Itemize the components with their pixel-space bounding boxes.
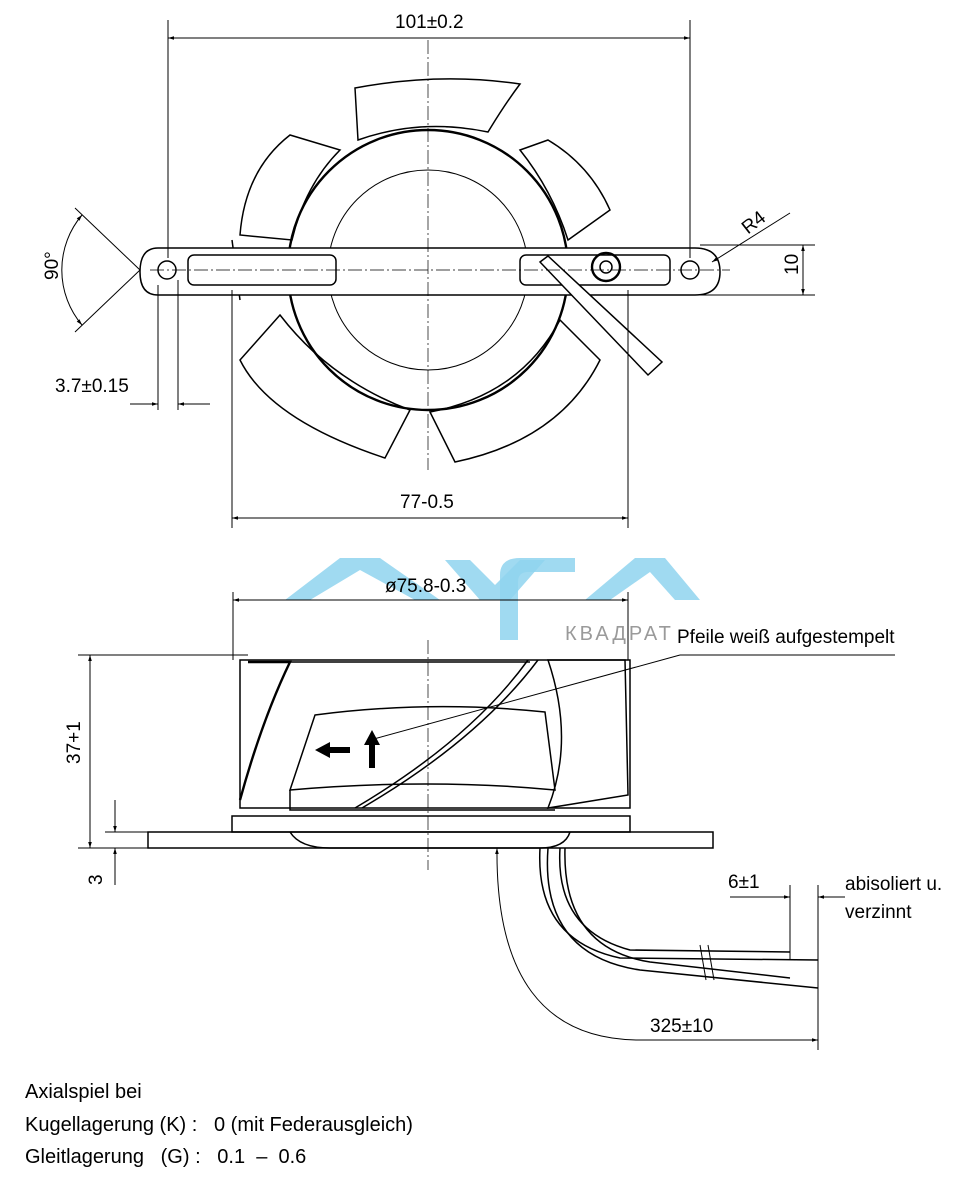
dim-radius: R4 xyxy=(738,207,770,239)
watermark-subtitle: КВАДРАТ xyxy=(565,623,674,645)
notes-sleeve-bearing: Gleitlagerung (G) : 0.1 – 0.6 xyxy=(25,1146,306,1168)
dim-height-10: 10 xyxy=(782,254,803,275)
dim-width: 101±0.2 xyxy=(395,12,464,33)
dim-plate: 3 xyxy=(86,874,107,885)
top-dimensions: 101±0.2 R4 10 90° 3.7±0.15 77-0.5 xyxy=(42,12,815,528)
dim-span: 77-0.5 xyxy=(400,492,454,513)
axial-play-notes: Axialspiel bei Kugellagerung (K) : 0 (mi… xyxy=(25,1081,413,1168)
watermark-logo: КВАДРАТ xyxy=(285,558,700,645)
notes-ball-bearing: Kugellagerung (K) : 0 (mit Federausgleic… xyxy=(25,1114,413,1136)
fan-top-view xyxy=(139,40,730,470)
dim-hole-offset: 3.7±0.15 xyxy=(55,376,129,397)
arrow-note: Pfeile weiß aufgestempelt xyxy=(677,627,895,648)
dim-height-37: 37+1 xyxy=(64,721,85,764)
dim-diameter: ø75.8-0.3 xyxy=(385,576,466,597)
wire-note-line1: abisoliert u. xyxy=(845,874,942,895)
notes-title: Axialspiel bei xyxy=(25,1081,142,1103)
dim-angle: 90° xyxy=(42,251,63,280)
dim-strip: 6±1 xyxy=(728,872,760,893)
wire-note-line2: verzinnt xyxy=(845,902,912,923)
side-dimensions: Pfeile weiß aufgestempelt 37+1 3 6±1 abi… xyxy=(64,627,942,1050)
dim-wire-length: 325±10 xyxy=(650,1016,713,1037)
